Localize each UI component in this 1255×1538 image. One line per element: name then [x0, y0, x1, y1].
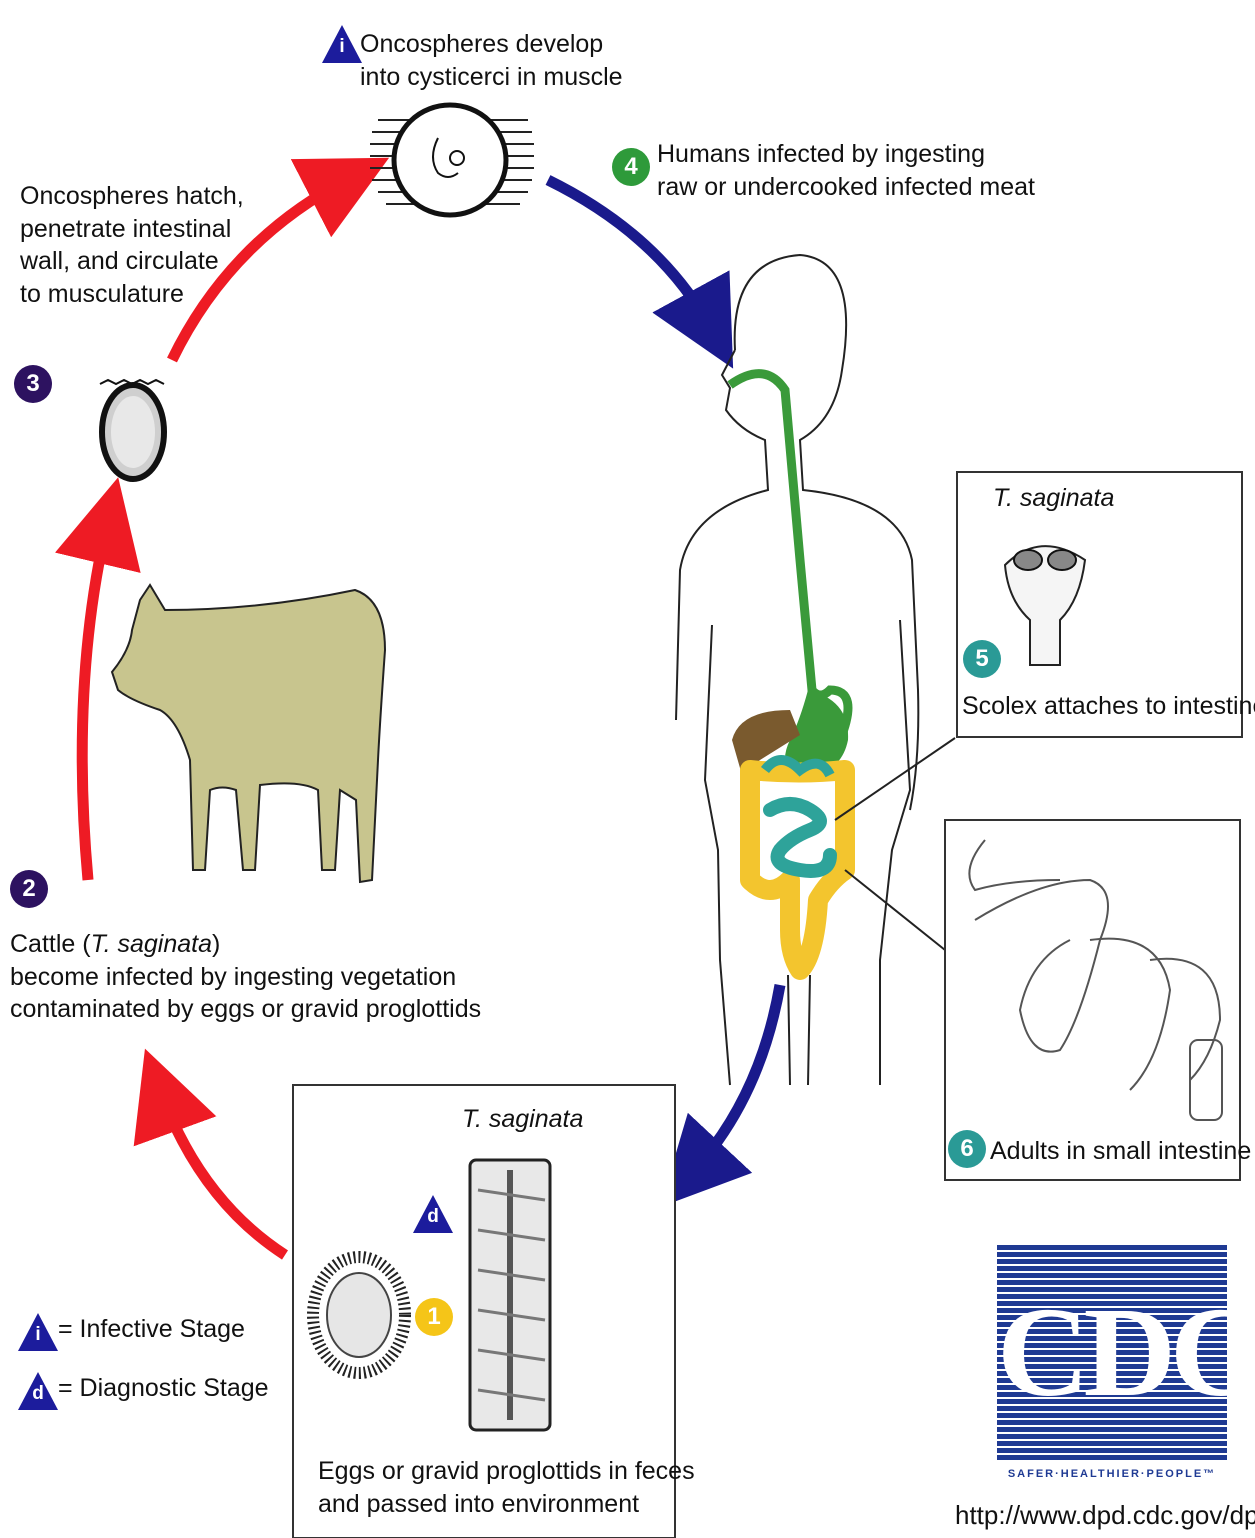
stage-6-number: 6 [948, 1130, 986, 1168]
stage-6-caption: Adults in small intestine [990, 1135, 1251, 1168]
stage-4-number: 4 [612, 148, 650, 186]
legend-diagnostic-icon: d [18, 1372, 58, 1410]
egg-illustration [313, 1257, 405, 1373]
infective-stage-marker-icon: i [322, 25, 362, 63]
stage-5-caption: Scolex attaches to intestine [962, 690, 1255, 723]
stage-2-number: 2 [10, 870, 48, 908]
cdc-logo: CDC [997, 1245, 1227, 1460]
diagnostic-stage-marker-icon: d [413, 1195, 453, 1233]
gravid-proglottid-illustration [470, 1160, 550, 1430]
cattle-illustration [112, 585, 385, 882]
digestive-tract-illustration [730, 374, 848, 970]
stage-2-label: Cattle (T. saginata) become infected by … [10, 928, 481, 1026]
source-url[interactable]: http://www.dpd.cdc.gov/dpdx [955, 1500, 1255, 1531]
stage-1-number: 1 [415, 1298, 453, 1336]
adult-worm-box [945, 820, 1240, 1180]
legend-diagnostic-label: = Diagnostic Stage [58, 1372, 269, 1405]
arrow-cattle-to-oncosphere [82, 520, 108, 880]
oncosphere-illustration [100, 380, 164, 479]
legend-infective-label: = Infective Stage [58, 1313, 245, 1346]
stage-3-number: 3 [14, 365, 52, 403]
stage-5-species: T. saginata [993, 482, 1114, 515]
stage-1-species: T. saginata [462, 1103, 583, 1136]
cysticercus-in-muscle-illustration [370, 105, 534, 215]
legend-infective-icon: i [18, 1313, 58, 1351]
arrow-egg-to-cattle [160, 1090, 285, 1255]
stage-3-label: Oncospheres hatch,penetrate intestinal w… [20, 180, 244, 310]
cdc-tagline: SAFER·HEALTHIER·PEOPLE™ [997, 1468, 1227, 1480]
stage-5-number: 5 [963, 640, 1001, 678]
cdc-logo-text: CDC [997, 1245, 1227, 1460]
arrow-human-to-feces [690, 985, 780, 1175]
